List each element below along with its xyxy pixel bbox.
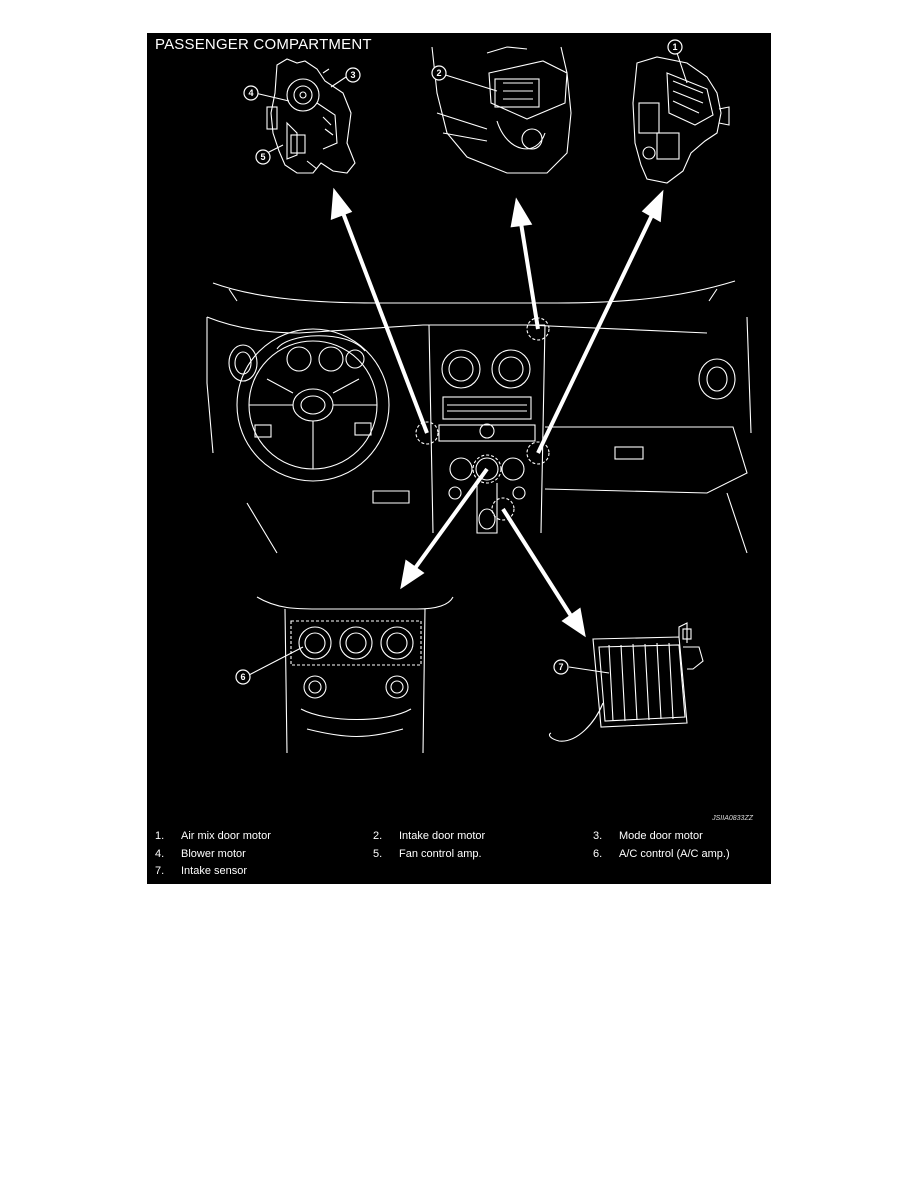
callout-3: 3 bbox=[345, 67, 361, 83]
svg-text:7: 7 bbox=[558, 662, 563, 672]
diagram-drawing: 1 2 3 4 5 6 7 bbox=[206, 39, 752, 754]
inset-door-motors bbox=[632, 56, 730, 184]
callout-badges: 1 2 3 4 5 6 7 bbox=[235, 39, 683, 685]
callout-2: 2 bbox=[431, 65, 447, 81]
dashboard-view bbox=[206, 280, 752, 554]
inset-evaporator bbox=[548, 622, 704, 742]
svg-text:6: 6 bbox=[240, 672, 245, 682]
callout-5: 5 bbox=[255, 149, 271, 165]
callout-4: 4 bbox=[243, 85, 259, 101]
svg-text:2: 2 bbox=[436, 68, 441, 78]
diagram-title: PASSENGER COMPARTMENT bbox=[155, 36, 372, 53]
callout-6: 6 bbox=[235, 669, 251, 685]
inset-blower-unit bbox=[266, 58, 356, 174]
inset-intake-door bbox=[431, 46, 572, 174]
inset-ac-control bbox=[256, 596, 454, 754]
image-code: JSIIA0833ZZ bbox=[712, 815, 753, 822]
svg-text:4: 4 bbox=[248, 88, 253, 98]
svg-text:5: 5 bbox=[260, 152, 265, 162]
component-location-diagram: 1 2 3 4 5 6 7 bbox=[147, 33, 771, 884]
callout-1: 1 bbox=[667, 39, 683, 55]
svg-text:3: 3 bbox=[350, 70, 355, 80]
callout-7: 7 bbox=[553, 659, 569, 675]
svg-text:1: 1 bbox=[672, 42, 677, 52]
